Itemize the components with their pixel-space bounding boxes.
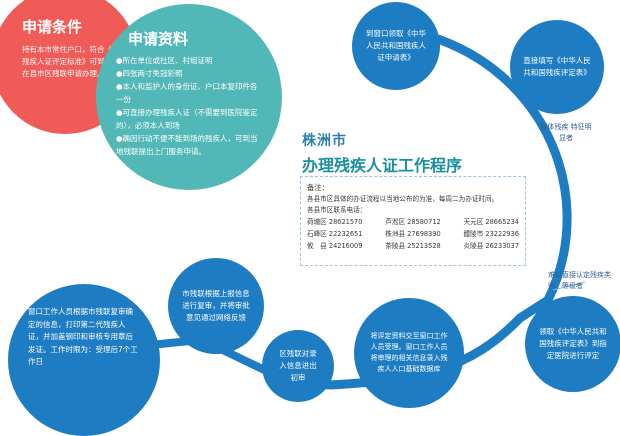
note-text: 各县市区具体的办证流程以当地公布的为准，每周二为办证时间。 (307, 195, 499, 203)
step-1-text: 到窗口领取《中华人民共和国残疾人证申请表》 (366, 29, 426, 62)
phone-cell: 茶陵县 25213528 (385, 242, 441, 250)
phone-row: 攸 县 24216009 茶陵县 25213528 炎陵县 26233037 (307, 240, 519, 252)
phone-cell: 石峰区 22232651 (307, 230, 363, 238)
note-box: 备注： 各县市区具体的办证流程以当地公布的为准，每周二为办证时间。 各县市区联系… (300, 176, 526, 266)
step-1-bubble: 到窗口领取《中华人民共和国残疾人证申请表》 (352, 2, 440, 90)
title-city: 株洲市 (302, 133, 347, 149)
phone-cell: 株洲县 27698390 (385, 230, 441, 238)
note-phone-heading: 各县市区联系电话： (307, 206, 367, 214)
side-note-1: 肢体残疾 特征明显者 (540, 123, 592, 142)
phone-cell: 天元区 28665234 (463, 218, 519, 226)
conditions-heading: 申请条件 (22, 18, 83, 36)
side-note-2: 难以直接认定残疾类别、等级者 (548, 271, 611, 290)
phone-cell: 荷塘区 28621570 (307, 218, 363, 226)
phone-cell: 芦淞区 28580712 (385, 218, 441, 226)
note-label: 备注： (307, 183, 329, 192)
step-4-text: 将评定资料交至窗口工作人员受理。窗口工作人员将审理的相关信息录入残疾人人口基础数… (370, 332, 448, 373)
materials-item: ●所在单位或社区、村组证明 (116, 56, 213, 65)
phone-cell: 醴陵市 23222936 (463, 230, 519, 238)
phone-row: 石峰区 22232651 株洲县 27698390 醴陵市 23222936 (307, 228, 519, 240)
step-5-text: 区残联对录入信息进出初审 (279, 349, 317, 382)
materials-list: ●所在单位或社区、村组证明 ●四张两寸免冠彩照 ●本人和监护人的身份证、户口本复… (116, 54, 264, 158)
step-4-bubble: 将评定资料交至窗口工作人员受理。窗口工作人员将审理的相关信息录入残疾人人口基础数… (354, 298, 464, 408)
step-2-bubble: 直接填写《中华人民共和国残疾评定表》 (510, 20, 604, 114)
step-2-text: 直接填写《中华人民共和国残疾评定表》 (523, 56, 591, 77)
page-title: 株洲市 办理残疾人证工作程序 (302, 130, 462, 176)
phone-cell: 攸 县 24216009 (307, 242, 363, 250)
step-3-bubble: 领取《中华人民共和国残疾评定表》到指定医院进行评定 (525, 296, 620, 392)
materials-item: ●本人和监护人的身份证、户口本复印件各一份 (116, 82, 258, 104)
step-5-bubble: 区残联对录入信息进出初审 (262, 330, 334, 402)
phone-row: 荷塘区 28621570 芦淞区 28580712 天元区 28665234 (307, 216, 519, 228)
materials-item: ●四张两寸免冠彩照 (116, 69, 183, 78)
conditions-body: 持有本市常住户口，符合《办理残疾人证评定标准》可到户口所在县市区残联申请办理。 (22, 45, 127, 78)
title-main: 办理残疾人证工作程序 (302, 156, 463, 175)
step-6-bubble: 市残联根据上报信息进行复审，并将审批意见通过网络反馈 (168, 258, 264, 354)
materials-bubble: 申请资料 ●所在单位或社区、村组证明 ●四张两寸免冠彩照 ●本人和监护人的身份证… (96, 4, 282, 190)
step-7-text: 窗口工作人员根据市残联复审确定的信息，打印第二代残疾人证，并加盖钢印和审核专用章… (28, 307, 138, 366)
phone-cell: 炎陵县 26233037 (463, 242, 519, 250)
materials-item: ●确因行动不便不能到场的残疾人，可到当地残联提出上门服务申请。 (116, 134, 258, 156)
step-7-bubble: 窗口工作人员根据市残联复审确定的信息，打印第二代残疾人证，并加盖钢印和审核专用章… (8, 284, 160, 436)
materials-item: ●可直接办理残疾人证（不需要到医院鉴定的），必须本人到场 (116, 108, 258, 130)
step-6-text: 市残联根据上报信息进行复审，并将审批意见通过网络反馈 (182, 289, 250, 322)
step-3-text: 领取《中华人民共和国残疾评定表》到指定医院进行评定 (539, 327, 607, 360)
materials-heading: 申请资料 (128, 30, 189, 48)
